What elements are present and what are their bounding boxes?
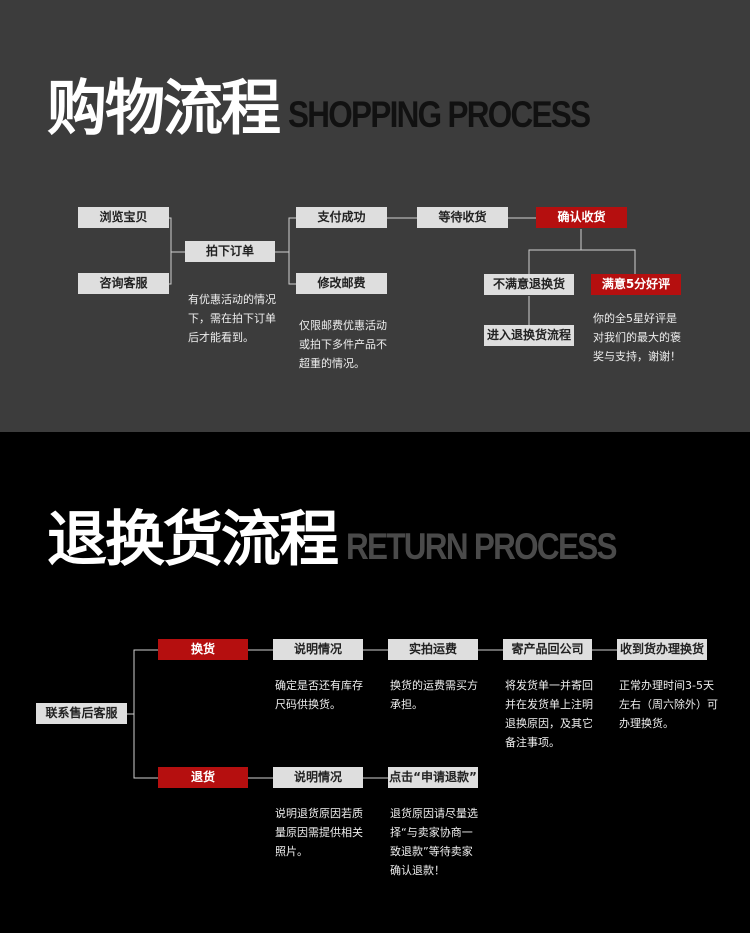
send-back-note-line: 退换原因，及其它 — [505, 717, 593, 730]
modify-postage-box: 修改邮费 — [296, 273, 387, 294]
receive-exchange-note-line: 正常办理时间3-5天 — [619, 679, 714, 692]
send-back-note-line: 将发货单一并寄回 — [505, 679, 593, 692]
apply-refund-note-line: 确认退款！ — [390, 864, 445, 877]
receive-exchange-note: 正常办理时间3-5天 左右（周六除外）可 办理换货。 — [619, 676, 718, 733]
return-title-cn: 退换货流程 — [47, 505, 339, 575]
send-back-note: 将发货单一并寄回 并在发货单上注明 退换原因，及其它 备注事项。 — [505, 676, 593, 752]
satisfied-note: 你的全5星好评是 对我们的最大的褒 奖与支持，谢谢！ — [593, 309, 681, 366]
place-order-note-line: 有优惠活动的情况 — [188, 293, 276, 306]
photo-shipping-note: 换货的运费需买方 承担。 — [390, 676, 478, 714]
modify-postage-note-line: 仅限邮费优惠活动 — [299, 319, 387, 332]
return-title-en: RETURN PROCESS — [346, 526, 617, 567]
receive-exchange-box: 收到货办理换货 — [617, 639, 707, 660]
unsatisfied-box: 不满意退换货 — [484, 274, 574, 295]
satisfied-note-line: 奖与支持，谢谢！ — [593, 350, 681, 363]
place-order-note: 有优惠活动的情况 下，需在拍下订单 后才能看到。 — [188, 290, 276, 347]
receive-exchange-note-line: 办理换货。 — [619, 717, 674, 730]
explain2-note-line: 量原因需提供相关 — [275, 826, 363, 839]
apply-refund-box: 点击“申请退款” — [388, 767, 478, 788]
place-order-box: 拍下订单 — [185, 241, 275, 262]
apply-refund-note-line: 致退款”等待卖家 — [390, 845, 473, 858]
connector-paid-modify — [288, 217, 296, 285]
contact-box: 联系售后客服 — [36, 703, 127, 724]
explain2-box: 说明情况 — [273, 767, 363, 788]
browse-box: 浏览宝贝 — [78, 207, 169, 228]
modify-postage-note: 仅限邮费优惠活动 或拍下多件产品不 超重的情况。 — [299, 316, 387, 373]
receive-exchange-note-line: 左右（周六除外）可 — [619, 698, 718, 711]
shopping-title-cn: 购物流程 — [47, 74, 281, 144]
apply-refund-note: 退货原因请尽量选 择“与卖家协商一 致退款”等待卖家 确认退款！ — [390, 804, 478, 880]
refund-box: 退货 — [158, 767, 248, 788]
place-order-note-line: 下，需在拍下订单 — [188, 312, 276, 325]
satisfied-note-line: 你的全5星好评是 — [593, 312, 677, 325]
explain2-note-line: 说明退货原因若质 — [275, 807, 363, 820]
exchange-box: 换货 — [158, 639, 248, 660]
explain1-note: 确定是否还有库存 尺码供换货。 — [275, 676, 363, 714]
send-back-note-line: 并在发货单上注明 — [505, 698, 593, 711]
satisfied-note-line: 对我们的最大的褒 — [593, 331, 681, 344]
photo-shipping-box: 实拍运费 — [388, 639, 478, 660]
connector-contact-branches — [133, 649, 158, 779]
modify-postage-note-line: 超重的情况。 — [299, 357, 365, 370]
confirm-receive-box: 确认收货 — [536, 207, 627, 228]
place-order-note-line: 后才能看到。 — [188, 331, 254, 344]
connector-browse-consult — [169, 217, 172, 285]
paid-box: 支付成功 — [296, 207, 387, 228]
explain2-note: 说明退货原因若质 量原因需提供相关 照片。 — [275, 804, 363, 861]
explain1-note-line: 尺码供换货。 — [275, 698, 341, 711]
satisfied-box: 满意5分好评 — [591, 274, 681, 295]
return-flow-box: 进入退换货流程 — [484, 325, 574, 346]
apply-refund-note-line: 退货原因请尽量选 — [390, 807, 478, 820]
explain1-box: 说明情况 — [273, 639, 363, 660]
explain1-note-line: 确定是否还有库存 — [275, 679, 363, 692]
return-process-section — [0, 432, 750, 933]
connector-confirm-branches — [528, 249, 636, 274]
shopping-title-en: SHOPPING PROCESS — [288, 94, 591, 135]
explain2-note-line: 照片。 — [275, 845, 308, 858]
wait-receive-box: 等待收货 — [417, 207, 508, 228]
send-back-box: 寄产品回公司 — [503, 639, 592, 660]
consult-box: 咨询客服 — [78, 273, 169, 294]
apply-refund-note-line: 择“与卖家协商一 — [390, 826, 473, 839]
photo-shipping-note-line: 换货的运费需买方 — [390, 679, 478, 692]
modify-postage-note-line: 或拍下多件产品不 — [299, 338, 387, 351]
photo-shipping-note-line: 承担。 — [390, 698, 423, 711]
send-back-note-line: 备注事项。 — [505, 736, 560, 749]
